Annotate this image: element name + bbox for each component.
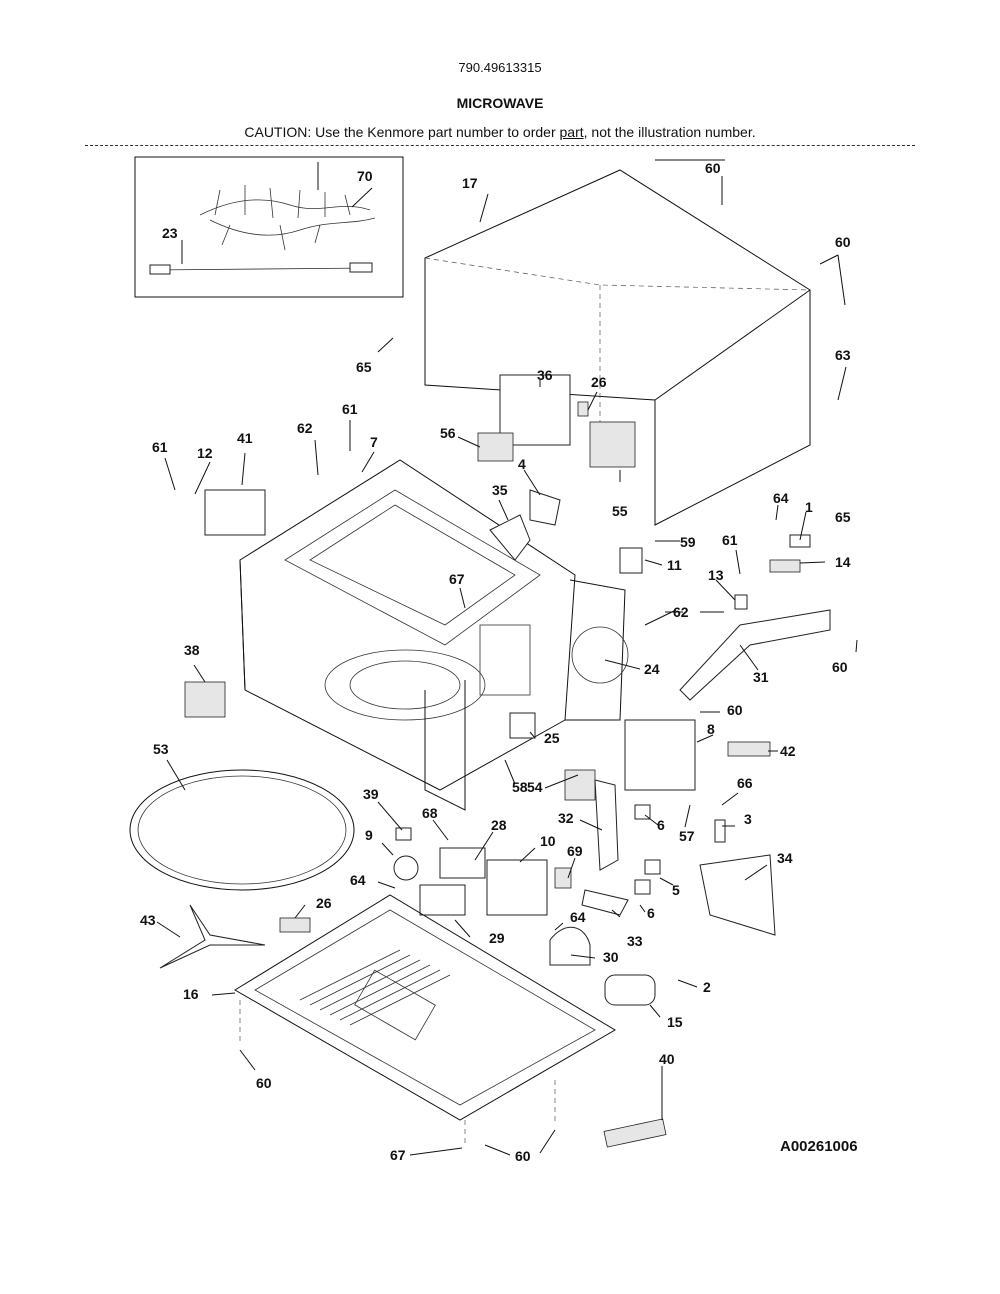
callout-38: 38 — [184, 642, 200, 658]
callout-33: 33 — [627, 933, 643, 949]
callout-69: 69 — [567, 843, 583, 859]
callout-64: 64 — [773, 490, 789, 506]
callout-1: 1 — [805, 499, 813, 515]
callout-5: 5 — [672, 882, 680, 898]
callout-16: 16 — [183, 986, 199, 1002]
callout-61: 61 — [152, 439, 168, 455]
callout-17: 17 — [462, 175, 478, 191]
component-parts — [184, 374, 831, 1148]
callout-2: 2 — [703, 979, 711, 995]
callout-10: 10 — [540, 833, 556, 849]
callout-39: 39 — [363, 786, 379, 802]
callout-60: 60 — [256, 1075, 272, 1091]
callout-67: 67 — [390, 1147, 406, 1163]
callout-59: 59 — [680, 534, 696, 550]
callout-60: 60 — [515, 1148, 531, 1164]
callout-7: 7 — [370, 434, 378, 450]
callout-42: 42 — [780, 743, 796, 759]
turntable-parts — [129, 769, 419, 969]
wire-harness-inset — [134, 156, 404, 298]
caution-note: CAUTION: Use the Kenmore part number to … — [0, 124, 1000, 140]
callout-70: 70 — [357, 168, 373, 184]
callout-56: 56 — [440, 425, 456, 441]
page-title: MICROWAVE — [456, 95, 544, 111]
callout-26: 26 — [591, 374, 607, 390]
callout-23: 23 — [162, 225, 178, 241]
callout-62: 62 — [297, 420, 313, 436]
callout-67: 67 — [449, 571, 465, 587]
callout-64: 64 — [350, 872, 366, 888]
callout-31: 31 — [753, 669, 769, 685]
callout-26: 26 — [316, 895, 332, 911]
callout-36: 36 — [537, 367, 553, 383]
callout-34: 34 — [777, 850, 793, 866]
callout-24: 24 — [644, 661, 660, 677]
callout-60: 60 — [727, 702, 743, 718]
callout-13: 13 — [708, 567, 724, 583]
callout-53: 53 — [153, 741, 169, 757]
callout-11: 11 — [667, 557, 682, 573]
callout-8: 8 — [707, 721, 715, 737]
callout-62: 62 — [673, 604, 689, 620]
callout-58: 58 — [512, 779, 528, 795]
callout-60: 60 — [832, 659, 848, 675]
callout-60: 60 — [835, 234, 851, 250]
callout-25: 25 — [544, 730, 560, 746]
callout-28: 28 — [491, 817, 507, 833]
callout-66: 66 — [737, 775, 753, 791]
callout-14: 14 — [835, 554, 851, 570]
outer-cabinet — [424, 169, 811, 526]
oven-cavity — [239, 459, 629, 811]
callout-68: 68 — [422, 805, 438, 821]
caution-text-end: , not the illustration number. — [583, 124, 756, 140]
callout-63: 63 — [835, 347, 851, 363]
callout-32: 32 — [558, 810, 574, 826]
leader-lines — [156, 159, 858, 1156]
callout-35: 35 — [492, 482, 508, 498]
model-number: 790.49613315 — [458, 60, 542, 75]
callout-41: 41 — [237, 430, 253, 446]
callout-12: 12 — [197, 445, 213, 461]
callout-labels: 70 23 17 60 60 65 63 36 26 61 61 12 41 6… — [140, 160, 851, 1164]
callout-6: 6 — [647, 905, 655, 921]
callout-43: 43 — [140, 912, 156, 928]
callout-29: 29 — [489, 930, 505, 946]
callout-57: 57 — [679, 828, 695, 844]
header-divider — [85, 145, 915, 146]
callout-6: 6 — [657, 817, 665, 833]
caution-link[interactable]: part — [559, 124, 584, 140]
callout-4: 4 — [518, 456, 526, 472]
callout-9: 9 — [365, 827, 373, 843]
base-plate — [234, 894, 616, 1145]
callout-61: 61 — [722, 532, 738, 548]
callout-40: 40 — [659, 1051, 675, 1067]
callout-55: 55 — [612, 503, 628, 519]
callout-54: 54 — [527, 779, 543, 795]
callout-64: 64 — [570, 909, 586, 925]
callout-30: 30 — [603, 949, 619, 965]
caution-text: CAUTION: Use the Kenmore part number to … — [244, 124, 560, 140]
callout-65: 65 — [356, 359, 372, 375]
illustration-reference-code: A00261006 — [780, 1138, 858, 1155]
callout-65: 65 — [835, 509, 851, 525]
callout-3: 3 — [744, 811, 752, 827]
callout-15: 15 — [667, 1014, 683, 1030]
callout-61: 61 — [342, 401, 358, 417]
callout-60: 60 — [705, 160, 721, 176]
